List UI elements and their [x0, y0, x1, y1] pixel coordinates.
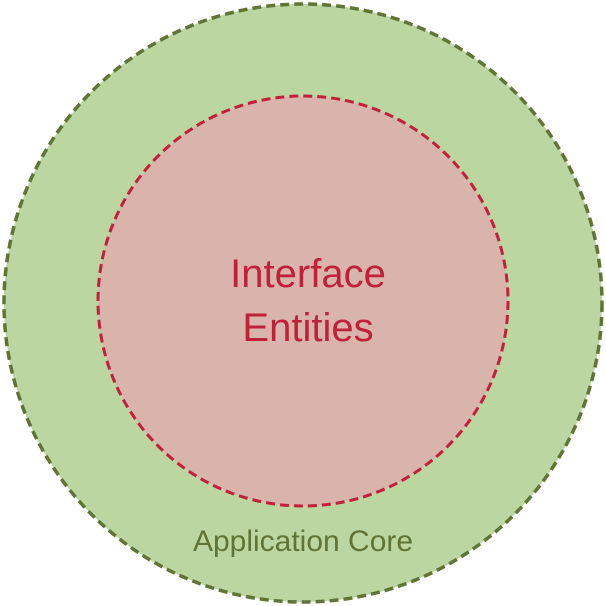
interface-entities-label: Interface Entities: [153, 247, 463, 355]
interface-entities-circle: [96, 94, 510, 508]
application-core-label: Application Core: [192, 525, 414, 558]
interface-entities-label-line1: Interface: [230, 252, 386, 296]
interface-entities-label-line2: Entities: [242, 306, 374, 350]
